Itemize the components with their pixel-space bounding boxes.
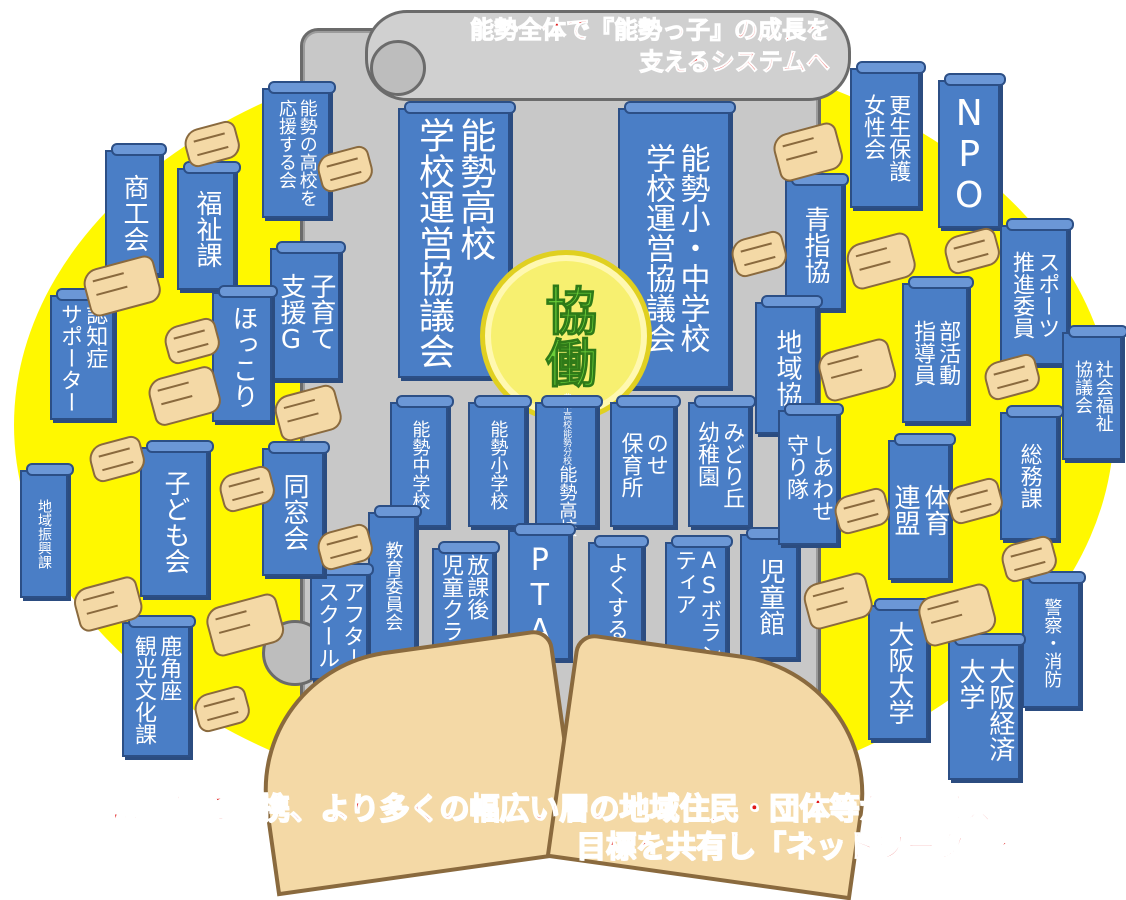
banner-osaka-keizai: 大阪経済 大学 <box>948 633 1026 780</box>
banner-sports-promotion: スポーツ 推進委員 <box>1000 218 1074 365</box>
header-line-1: 能勢全体で『能勢っ子』の成長を <box>470 16 831 45</box>
banner-nose-nursery: のせ 保育所 <box>610 395 681 527</box>
scroll-curl-icon <box>370 40 426 96</box>
kyodo-label: 協働 <box>536 284 597 389</box>
banner-welfare-section: 福祉課 <box>177 161 241 290</box>
banner-club-instructors: 部活動 指導員 <box>902 276 974 423</box>
header-title: 能勢全体で『能勢っ子』の成長を 支えるシステムへ <box>430 14 831 78</box>
banner-commerce-association: 商工会 <box>105 143 167 275</box>
banner-youth-guidance: 青指協 <box>785 173 849 310</box>
banner-general-affairs: 総務課 <box>1000 405 1064 540</box>
branch-sub-label: 豊中高校能勢分校 <box>561 392 572 465</box>
banner-childrens-hall: 児童館 <box>740 527 804 659</box>
scroll-top-roll <box>365 10 851 101</box>
banner-kodomo-kai: 子ども会 <box>140 440 214 597</box>
banner-osaka-university: 大阪大学 <box>868 598 934 740</box>
banner-sports-federation: 体育 連盟 <box>888 433 956 580</box>
banner-police-fire: 警察・消防 <box>1022 571 1086 708</box>
footer-line-1: 活動に応じて連携、より多くの幅広い層の地域住民・団体等が参画し、 <box>49 791 1010 828</box>
banner-after-school: アフター スクール <box>310 563 374 680</box>
banner-social-welfare-council: 社会福祉 協議会 <box>1062 325 1126 460</box>
header-line-2: 支えるシステムへ <box>639 48 831 77</box>
banner-hokkori: ほっこり <box>212 285 278 422</box>
banner-shiawase-guard: しあわせ 守り隊 <box>778 403 844 545</box>
banner-npo: NPO <box>938 73 1006 228</box>
banner-rehabilitation-women: 更生保護 女性会 <box>850 61 926 208</box>
banner-support-high-school: 能勢の高校を 応援する会 <box>262 81 336 218</box>
banner-high-school-council: 能勢高校 学校運営協議会 <box>398 101 516 378</box>
banner-childcare-support: 子育て 支援G <box>270 241 346 380</box>
kyodo-circle: 協働 <box>485 255 647 417</box>
banner-nose-elementary: 能勢小学校 <box>468 395 532 527</box>
banner-tourism-culture: 鹿角座 観光文化課 <box>122 615 196 757</box>
banner-regional-promotion: 地域振興課 <box>20 463 74 598</box>
footer-line-2: 目標を共有し「ネットワーク」を形成 <box>575 829 1087 866</box>
banner-alumni-association: 同窓会 <box>262 441 330 576</box>
branch-main-label: 能勢高校 <box>556 464 578 537</box>
banner-board-of-education: 教育委員会 <box>368 505 422 660</box>
banner-nose-high-branch: 能勢高校 豊中高校能勢分校 <box>535 393 603 537</box>
banner-midorigaoka-kindergarten: みどり丘 幼稚園 <box>688 395 756 527</box>
